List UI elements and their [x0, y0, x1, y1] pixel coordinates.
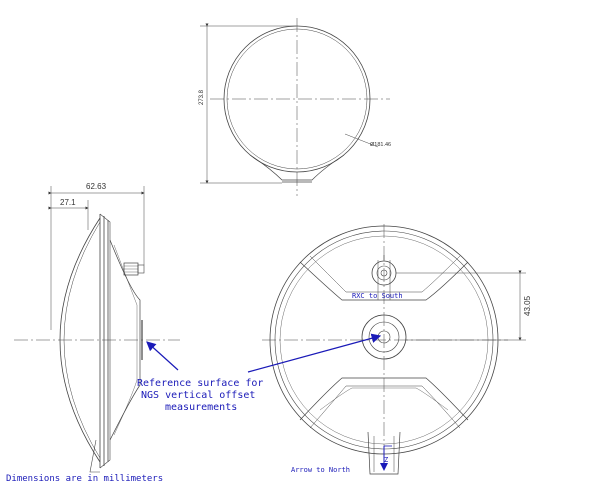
reference-note-line-2: NGS vertical offset — [141, 390, 256, 401]
diameter-leader — [344, 133, 379, 148]
reference-leader-side — [146, 341, 179, 371]
overall-dimension-text: 62.63 — [86, 182, 107, 191]
height-dimension-text: 273.8 — [199, 89, 205, 105]
reference-leader-front — [247, 333, 382, 373]
units-note: Dimensions are in millimeters — [6, 474, 164, 484]
arrow-to-north-label: Arrow to North — [291, 466, 350, 474]
diameter-dimension-text: Ø181.46 — [370, 142, 391, 148]
front-view — [262, 224, 526, 475]
front-view-tab — [367, 431, 401, 475]
top-view — [200, 18, 390, 196]
side-view — [14, 186, 180, 473]
z-label: Z — [384, 456, 388, 464]
rxc-label: RXC to South — [352, 292, 403, 300]
reference-note-line-3: measurements — [165, 402, 238, 413]
reference-note: Reference surface for NGS vertical offse… — [137, 378, 263, 414]
offset-dimension-text: 43.05 — [523, 295, 532, 316]
reference-note-line-1: Reference surface for — [137, 378, 264, 389]
side-view-body — [109, 239, 141, 441]
partial-dimension-text: 27.1 — [60, 198, 76, 207]
